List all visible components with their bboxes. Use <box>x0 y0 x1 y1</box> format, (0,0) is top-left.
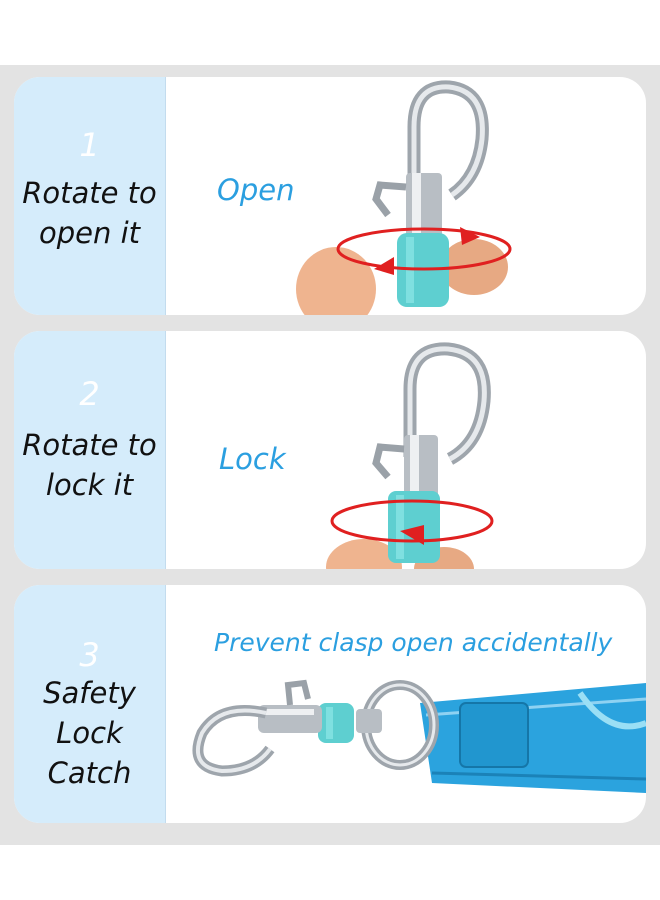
leash-image <box>192 679 646 793</box>
step-card-2: 2 Rotate to lock it Lock <box>14 331 646 569</box>
step-card-3: 3 Safety Lock Catch Prevent clasp open a… <box>14 585 646 823</box>
clasp-open-image <box>296 80 512 315</box>
step-card-1: 1 Rotate to open it Open <box>14 77 646 315</box>
step-action-text: Lock <box>219 442 286 476</box>
step-action-text: Prevent clasp open accidentally <box>214 628 613 657</box>
step-label: Rotate to lock it <box>22 428 157 502</box>
step-action-text: Open <box>217 173 295 207</box>
step-number: 2 <box>79 375 100 413</box>
step-number: 1 <box>79 126 100 164</box>
step-label: Rotate to open it <box>22 176 157 250</box>
step-number-panel <box>14 585 166 823</box>
step-label: Safety Lock Catch <box>43 676 136 790</box>
step-number-panel <box>14 331 166 569</box>
step-number-panel <box>14 77 166 315</box>
clasp-lock-image <box>326 342 494 569</box>
step-number: 3 <box>79 636 100 674</box>
